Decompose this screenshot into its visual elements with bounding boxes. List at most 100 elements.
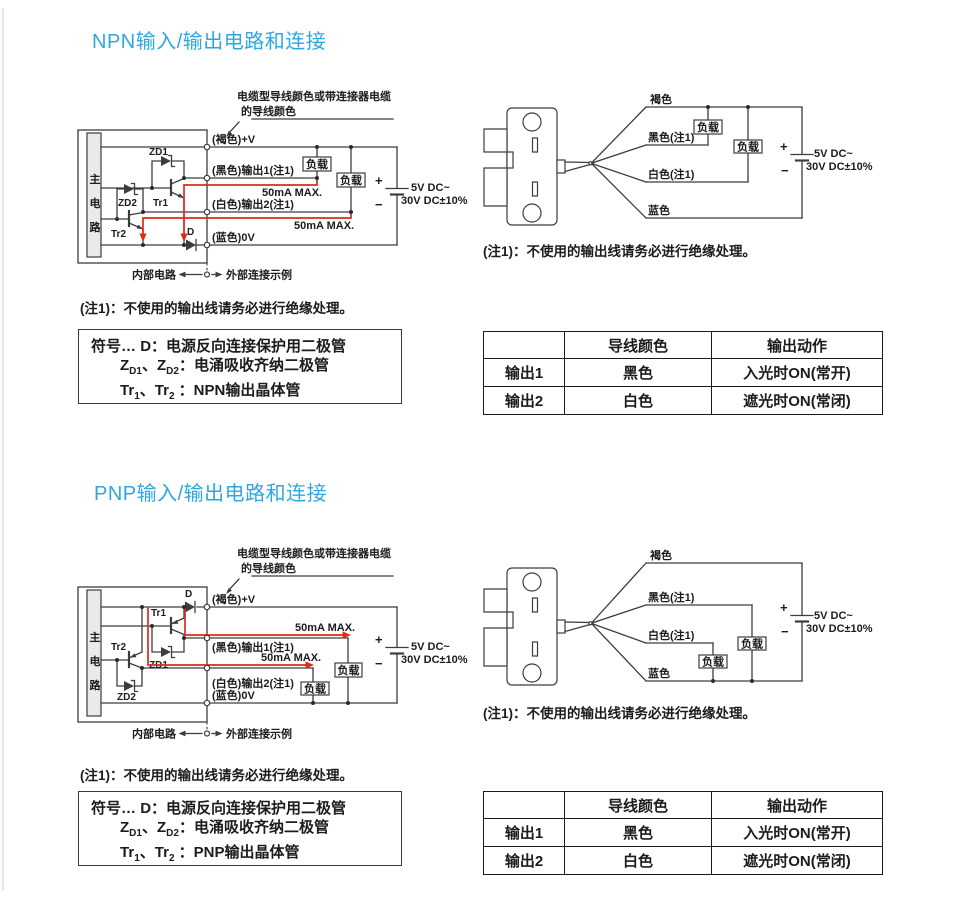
current-path-output1	[184, 607, 351, 639]
legend-line-zd: ZD1、ZD2：电涌吸收齐纳二极管	[120, 819, 329, 839]
wire-color-cell: 白色	[564, 846, 712, 875]
output-action-cell: 入光时ON(常开)	[711, 818, 883, 847]
npn-symbol-legend: 符号… D：电源反向连接保护用二极管 ZD1、ZD2：电涌吸收齐纳二极管 Tr1…	[78, 329, 402, 404]
page-left-rule	[2, 8, 4, 890]
zd1-label: ZD1	[149, 147, 168, 158]
terminal-white-label: (白色)输出2(注1)	[212, 676, 294, 690]
cable-color-annotation: 电缆型导线颜色或带连接器电缆 的导线颜色	[226, 546, 394, 594]
npn-right-note: (注1)：不使用的输出线请务必进行绝缘处理。	[483, 244, 756, 259]
header-wire-color: 导线颜色	[564, 331, 712, 359]
internal-circuit-label: 内部电路	[132, 727, 177, 741]
cable-note-line2: 的导线颜色	[241, 104, 296, 118]
legend-line-zd: ZD1、ZD2：电涌吸收齐纳二极管	[120, 357, 329, 377]
table-header-row: 导线颜色 输出动作	[483, 791, 883, 819]
table-row: 输出2 白色 遮光时ON(常闭)	[483, 386, 883, 415]
external-connection-label: 外部连接示例	[225, 727, 292, 741]
zd2-label: ZD2	[118, 198, 137, 209]
table-row: 输出2 白色 遮光时ON(常闭)	[483, 846, 883, 875]
load-box-2: 负载	[300, 681, 330, 696]
table-header-row: 导线颜色 输出动作	[483, 331, 883, 359]
cable-note-line1: 电缆型导线颜色或带连接器电缆	[237, 89, 391, 103]
supply-voltage-line2: 30V DC±10%	[806, 161, 873, 173]
table-row: 输出1 黑色 入光时ON(常开)	[483, 358, 883, 387]
svg-text:负载: 负载	[702, 655, 724, 669]
transistor-tr1: Tr1	[100, 606, 185, 639]
circuit-wires	[100, 606, 398, 704]
annotation-arrowhead	[226, 130, 232, 137]
pnp-connection-diagram: 褐色 黑色(注1) 白色(注1) 蓝色 负载 负载 + − 5V DC~ 30V…	[483, 548, 873, 686]
transistor-tr1: Tr1	[100, 177, 185, 246]
svg-text:负载: 负载	[741, 637, 763, 651]
tr2-label: Tr2	[111, 229, 126, 240]
supply-voltage-line2: 30V DC±10%	[401, 654, 468, 666]
terminals	[203, 143, 211, 249]
wire-color-cell: 黑色	[564, 358, 712, 387]
diode-d: D	[186, 227, 197, 252]
table-row: 输出1 黑色 入光时ON(常开)	[483, 818, 883, 847]
current-path-output2	[139, 212, 352, 242]
row-label: 输出1	[483, 818, 565, 847]
load-box-1: 负载	[737, 636, 767, 651]
svg-text:负载: 负载	[306, 157, 328, 171]
row-label: 输出1	[483, 358, 565, 387]
header-blank	[483, 331, 565, 359]
npn-internal-circuit-diagram: 电缆型导线颜色或带连接器电缆 的导线颜色 主电路 D	[77, 89, 468, 282]
zener-zd1: ZD1	[149, 147, 185, 189]
internal-external-divider: 内部电路 外部连接示例	[132, 263, 292, 282]
junction-dots	[115, 605, 350, 705]
battery-plus: +	[375, 173, 383, 188]
load-box-1: 负载	[302, 156, 332, 172]
internal-external-divider: 内部电路 外部连接示例	[132, 722, 292, 741]
supply-voltage-line1: 5V DC~	[814, 148, 853, 160]
wire-blue-label: 蓝色	[648, 203, 670, 217]
wire-fan-lines	[591, 106, 647, 219]
header-blank	[483, 791, 565, 819]
wire-fan-lines	[591, 562, 647, 682]
battery-icon: + −	[780, 139, 814, 178]
main-circuit-label: 主电路	[88, 172, 101, 233]
npn-section-title: NPN输入/输出电路和连接	[92, 31, 327, 53]
terminals	[203, 603, 211, 707]
svg-text:−: −	[781, 624, 789, 639]
internal-circuit-label: 内部电路	[132, 268, 177, 282]
supply-voltage-line1: 5V DC~	[411, 182, 450, 194]
supply-voltage-line2: 30V DC±10%	[401, 195, 468, 207]
wire-brown-label: 褐色	[649, 92, 672, 106]
current-max-label-2: 50mA MAX.	[294, 220, 354, 232]
pnp-right-note: (注1)：不使用的输出线请务必进行绝缘处理。	[483, 706, 756, 721]
header-output-action: 输出动作	[711, 791, 883, 819]
wire-white-label: 白色(注1)	[648, 167, 695, 181]
terminal-blue-label: (蓝色)0V	[212, 688, 255, 702]
main-circuit-box	[86, 589, 102, 717]
output-action-cell: 遮光时ON(常闭)	[711, 846, 883, 875]
legend-line-tr: Tr1、Tr2 ：NPN输出晶体管	[120, 382, 301, 402]
svg-text:负载: 负载	[737, 140, 759, 154]
diode-d: D	[185, 589, 196, 614]
load-box-2: 负载	[733, 139, 763, 154]
svg-text:负载: 负载	[340, 173, 362, 187]
zd2-label: ZD2	[117, 692, 136, 703]
sensor-icon	[483, 107, 593, 226]
svg-text:电缆型导线颜色或带连接器电缆: 电缆型导线颜色或带连接器电缆	[237, 546, 391, 560]
terminal-blue-label: (蓝色)0V	[212, 230, 255, 244]
transistor-tr2: Tr2	[100, 606, 143, 669]
npn-left-note: (注1)：不使用的输出线请务必进行绝缘处理。	[80, 301, 353, 316]
junction-dots	[115, 145, 353, 247]
terminal-black-label: (黑色)输出1(注1)	[212, 163, 294, 177]
npn-output-table: 导线颜色 输出动作 输出1 黑色 入光时ON(常开) 输出2 白色 遮光时ON(…	[483, 331, 883, 415]
current-path-output2	[147, 607, 314, 669]
load-box-2: 负载	[698, 654, 728, 669]
battery-icon: + −	[375, 632, 409, 671]
zener-zd2: ZD2	[116, 659, 143, 703]
battery-icon: + −	[375, 173, 409, 212]
load-box-1: 负载	[334, 662, 363, 678]
legend-line-d: 符号… D：电源反向连接保护用二极管	[91, 338, 347, 355]
svg-text:+: +	[780, 600, 788, 615]
wire-lines	[645, 562, 803, 683]
output-action-cell: 遮光时ON(常闭)	[711, 386, 883, 415]
npn-connection-diagram: 褐色 黑色(注1) 白色(注1) 蓝色 负载 负载 + − 5V DC~ 30V…	[483, 92, 873, 226]
pnp-section-title: PNP输入/输出电路和连接	[94, 483, 328, 505]
svg-text:负载: 负载	[338, 663, 360, 677]
header-output-action: 输出动作	[711, 331, 883, 359]
tr2-label: Tr2	[111, 642, 126, 653]
